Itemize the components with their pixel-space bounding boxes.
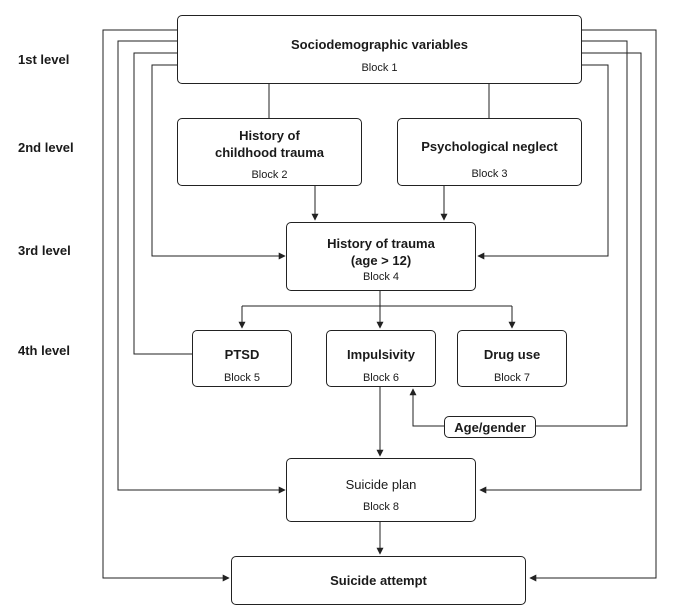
node-block-label: Block 2 [251, 169, 288, 181]
node-title: Age/gender [454, 420, 526, 435]
node-title: Suicide attempt [330, 573, 427, 588]
node-drug-use: Drug use Block 7 [457, 330, 567, 387]
node-title: PTSD [224, 347, 260, 362]
node-block-label: Block 4 [362, 271, 400, 283]
node-title: Sociodemographic variables [290, 37, 468, 52]
connector-b1-b5 [133, 52, 192, 355]
level-2-label: 2nd level [18, 140, 74, 155]
arrow-b1-b4-left [151, 64, 286, 260]
level-3-label: 3rd level [18, 243, 71, 258]
node-block-label: Block 8 [362, 501, 400, 513]
node-block-label: Block 7 [493, 372, 531, 384]
level-4-label: 4th level [18, 343, 71, 358]
node-childhood-trauma: History of childhood trauma Block 2 [177, 118, 362, 186]
node-sociodemographic: Sociodemographic variables Block 1 [177, 15, 582, 84]
node-block-label: Block 1 [361, 62, 398, 74]
node-block-label: Block 5 [223, 372, 261, 384]
node-ptsd: PTSD Block 5 [192, 330, 292, 387]
arrow-b1-b8-right [479, 52, 642, 494]
connector-b1-agegender [536, 40, 628, 427]
node-suicide-plan: Suicide plan Block 8 [286, 458, 476, 522]
node-title: Drug use [483, 347, 541, 362]
arrow-b1-attempt-left [102, 29, 230, 582]
node-trauma-after-12: History of trauma (age > 12) Block 4 [286, 222, 476, 291]
node-impulsivity: Impulsivity Block 6 [326, 330, 436, 387]
node-title: History of childhood trauma [214, 128, 325, 160]
node-title: Impulsivity [347, 347, 415, 362]
node-title: Psychological neglect [421, 139, 558, 154]
node-title: History of trauma (age > 12) [327, 236, 435, 268]
arrow-b1-b4-right [477, 64, 609, 260]
node-block-label: Block 3 [471, 168, 508, 180]
node-age-gender: Age/gender [444, 416, 536, 438]
level-1-label: 1st level [18, 52, 70, 67]
arrow-b1-b8-left [117, 40, 286, 494]
arrow-agegender-b6 [409, 388, 444, 427]
node-suicide-attempt: Suicide attempt [231, 556, 526, 605]
node-title: Suicide plan [345, 477, 417, 492]
arrow-b1-attempt-right [529, 29, 657, 582]
node-psychological-neglect: Psychological neglect Block 3 [397, 118, 582, 186]
node-block-label: Block 6 [362, 372, 400, 384]
